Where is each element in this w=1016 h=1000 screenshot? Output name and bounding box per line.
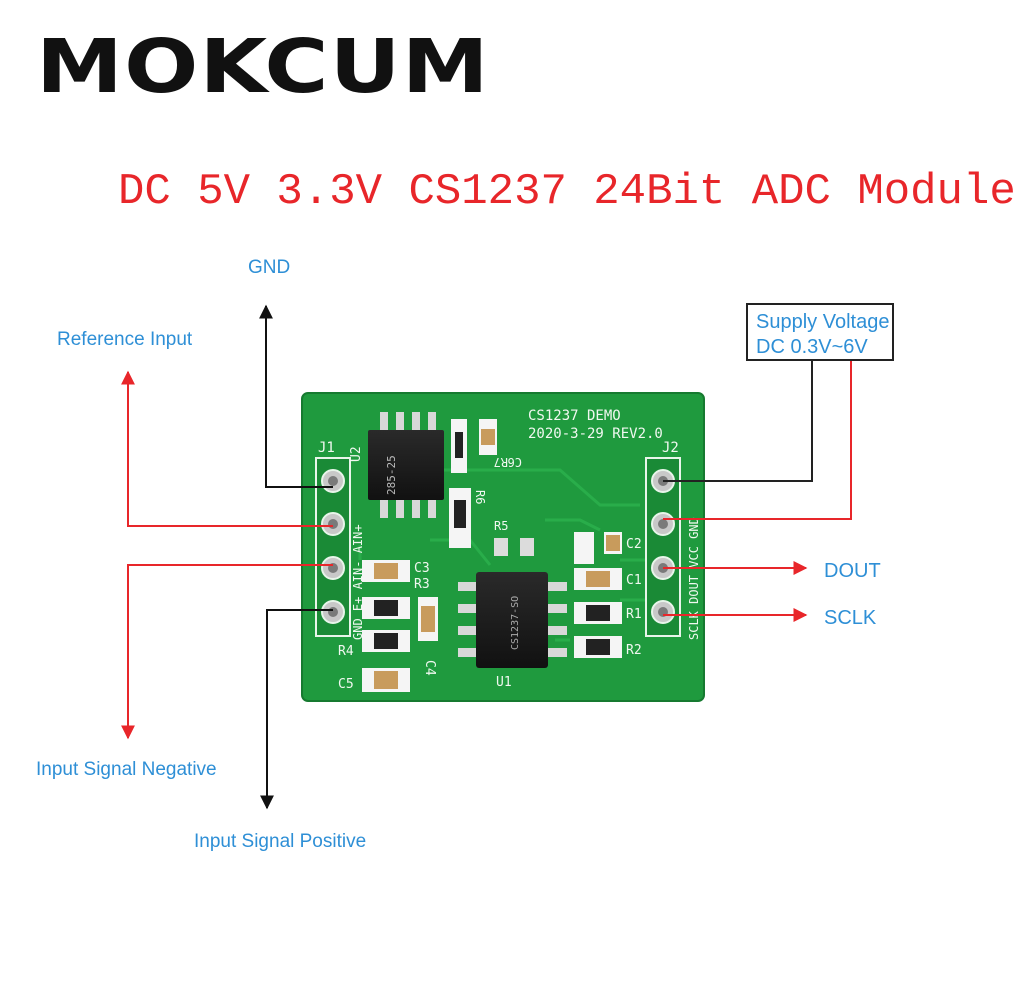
input-positive-label: Input Signal Positive [194,831,367,852]
u1-marking: CS1237-SO [510,596,521,650]
u2-marking: 285-25 [385,455,398,495]
u2-chip: 285-25 [368,412,444,518]
r7-ref: R7 [494,455,508,469]
supply-voltage-label: Supply Voltage [756,311,890,333]
input-negative-arrow [121,564,333,740]
c2-ref: C2 [626,537,642,552]
c4-ref: C4 [422,660,437,676]
r3-ref: R3 [414,577,430,592]
sclk-label: SCLK [824,607,877,629]
r5-ref: R5 [494,519,508,533]
reference-input-arrow [121,370,333,527]
u2-label: U2 [349,446,364,462]
pcb-board: J1 GND E+ AIN- AIN+ J2 SCLK DOUT VCC GND… [301,392,705,702]
brand-logo: MOKCUM [36,24,490,110]
j2-pin-labels: SCLK DOUT VCC GND [687,517,701,640]
u1-label: U1 [496,675,512,690]
board-silk-title: CS1237 DEMO [528,408,621,424]
r2-ref: R2 [626,643,642,658]
dout-label: DOUT [824,560,881,582]
gnd-arrow [259,304,333,488]
input-negative-label: Input Signal Negative [36,759,217,780]
j1-pin-labels: GND E+ AIN- AIN+ [351,524,365,640]
u1-chip: CS1237-SO [458,572,567,668]
c6-ref: C6 [508,455,522,469]
page-title: DC 5V 3.3V CS1237 24Bit ADC Module [118,167,1016,217]
c3-ref: C3 [414,561,430,576]
c5-ref: C5 [338,677,354,692]
gnd-label: GND [248,257,291,278]
r4-ref: R4 [338,644,354,659]
supply-voltage-range: DC 0.3V~6V [756,336,868,358]
j1-pins [321,469,345,624]
r1-ref: R1 [626,607,642,622]
reference-input-label: Reference Input [57,329,193,350]
r6-ref: R6 [473,490,487,504]
board-silk-date: 2020-3-29 REV2.0 [528,426,663,442]
supply-vcc-line [663,361,852,520]
j1-label: J1 [318,440,335,456]
input-positive-arrow [260,609,333,810]
c1-ref: C1 [626,573,642,588]
supply-voltage-box: Supply Voltage DC 0.3V~6V [746,303,894,361]
j2-label: J2 [662,440,679,456]
supply-gnd-line [663,361,813,482]
